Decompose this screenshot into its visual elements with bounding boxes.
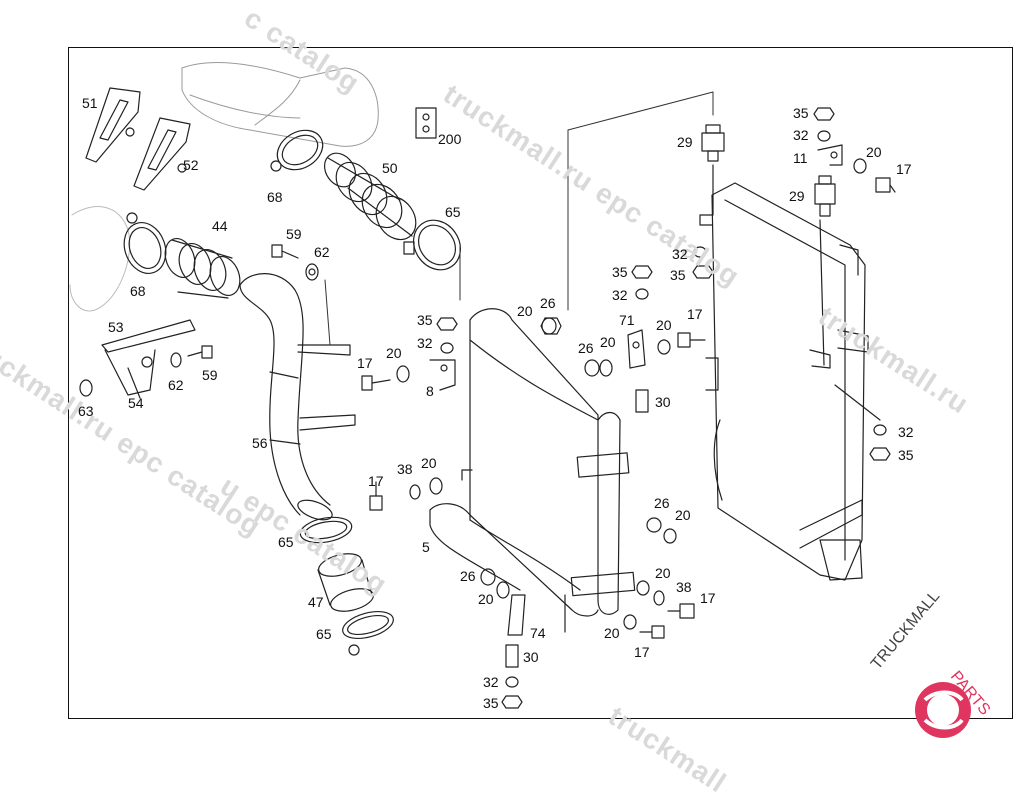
callout-38: 38 bbox=[676, 579, 692, 595]
callout-32: 32 bbox=[898, 424, 914, 440]
callout-26: 26 bbox=[578, 340, 594, 356]
bracket-200 bbox=[415, 107, 437, 139]
hose-clamp-65-lower bbox=[342, 610, 394, 656]
washer-62-lower bbox=[170, 352, 182, 368]
callout-26: 26 bbox=[540, 295, 556, 311]
washer-62-upper bbox=[305, 263, 319, 281]
callout-5: 5 bbox=[422, 539, 430, 555]
diagram-frame bbox=[68, 47, 1013, 719]
callout-17: 17 bbox=[357, 355, 373, 371]
corrugated-hose-44 bbox=[164, 238, 241, 299]
callout-68: 68 bbox=[130, 283, 146, 299]
bracket-71 bbox=[627, 329, 646, 369]
callout-65: 65 bbox=[445, 204, 461, 220]
rubber-mount-29a bbox=[701, 124, 725, 162]
bracket-54 bbox=[127, 367, 141, 399]
callout-17: 17 bbox=[687, 306, 703, 322]
callout-50: 50 bbox=[382, 160, 398, 176]
hose-clamp-68-lower bbox=[123, 212, 167, 274]
hardware-nuts-washers bbox=[396, 107, 891, 709]
callout-20: 20 bbox=[604, 625, 620, 641]
callout-62: 62 bbox=[314, 244, 330, 260]
callout-65: 65 bbox=[316, 626, 332, 642]
rubber-mount-29b bbox=[814, 175, 836, 217]
bracket-74 bbox=[507, 594, 526, 636]
callout-17: 17 bbox=[896, 161, 912, 177]
bolt-59-upper bbox=[271, 244, 299, 259]
callout-32: 32 bbox=[417, 335, 433, 351]
bracket-51 bbox=[85, 87, 141, 163]
callout-11: 11 bbox=[793, 150, 808, 166]
callout-47: 47 bbox=[308, 594, 324, 610]
callout-20: 20 bbox=[656, 317, 672, 333]
callout-17: 17 bbox=[634, 644, 650, 660]
sleeve-47 bbox=[317, 553, 375, 612]
callout-200: 200 bbox=[438, 131, 462, 147]
callout-20: 20 bbox=[517, 303, 533, 319]
bolt-17-set bbox=[361, 177, 896, 639]
air-filter-housing bbox=[181, 62, 379, 147]
truckmall-logo-mark bbox=[915, 682, 971, 738]
corrugated-hose-50 bbox=[323, 152, 417, 241]
callout-59: 59 bbox=[202, 367, 218, 383]
callout-65: 65 bbox=[278, 534, 294, 550]
callout-35: 35 bbox=[612, 264, 628, 280]
bolt-59-lower bbox=[187, 345, 213, 359]
callout-74: 74 bbox=[530, 625, 546, 641]
callout-63: 63 bbox=[78, 403, 94, 419]
callout-20: 20 bbox=[386, 345, 402, 361]
callout-56: 56 bbox=[252, 435, 268, 451]
hose-clamp-65-mid bbox=[299, 516, 353, 544]
callout-54: 54 bbox=[128, 395, 144, 411]
reference-lines bbox=[324, 91, 714, 346]
ghost-duct bbox=[69, 206, 131, 312]
radiator-assembly bbox=[699, 182, 869, 581]
nut-63 bbox=[79, 379, 93, 397]
callout-32: 32 bbox=[793, 127, 809, 143]
rubber-mount-30a bbox=[635, 389, 649, 413]
hose-clamp-68-upper bbox=[270, 129, 324, 172]
callout-20: 20 bbox=[478, 591, 494, 607]
bracket-11 bbox=[817, 144, 843, 166]
callout-26: 26 bbox=[460, 568, 476, 584]
callout-68: 68 bbox=[267, 189, 283, 205]
callout-17: 17 bbox=[700, 590, 716, 606]
rubber-mount-30b bbox=[505, 644, 519, 668]
callout-44: 44 bbox=[212, 218, 228, 234]
bracket-52 bbox=[133, 117, 191, 191]
callout-35: 35 bbox=[483, 695, 499, 711]
callout-52: 52 bbox=[183, 157, 199, 173]
callout-29: 29 bbox=[789, 188, 805, 204]
callout-20: 20 bbox=[655, 565, 671, 581]
callout-62: 62 bbox=[168, 377, 184, 393]
callout-20: 20 bbox=[421, 455, 437, 471]
callout-71: 71 bbox=[619, 312, 635, 328]
callout-51: 51 bbox=[82, 95, 98, 111]
callout-32: 32 bbox=[483, 674, 499, 690]
callout-20: 20 bbox=[866, 144, 882, 160]
callout-53: 53 bbox=[108, 319, 124, 335]
charge-air-pipe-56 bbox=[239, 273, 356, 521]
callout-20: 20 bbox=[600, 334, 616, 350]
callout-32: 32 bbox=[672, 246, 688, 262]
callout-35: 35 bbox=[898, 447, 914, 463]
charge-air-cooler-5 bbox=[429, 308, 636, 633]
hose-clamp-65-upper bbox=[403, 219, 461, 271]
callout-35: 35 bbox=[670, 267, 686, 283]
callout-35: 35 bbox=[793, 105, 809, 121]
callout-17: 17 bbox=[368, 473, 384, 489]
callout-35: 35 bbox=[417, 312, 433, 328]
callout-38: 38 bbox=[397, 461, 413, 477]
callout-32: 32 bbox=[612, 287, 628, 303]
exploded-parts-drawing bbox=[69, 62, 971, 738]
bracket-53 bbox=[101, 319, 196, 396]
callout-30: 30 bbox=[655, 394, 671, 410]
callout-59: 59 bbox=[286, 226, 302, 242]
callout-30: 30 bbox=[523, 649, 539, 665]
callout-20: 20 bbox=[675, 507, 691, 523]
bracket-8 bbox=[429, 359, 456, 391]
callout-29: 29 bbox=[677, 134, 693, 150]
callout-8: 8 bbox=[426, 383, 434, 399]
callout-26: 26 bbox=[654, 495, 670, 511]
